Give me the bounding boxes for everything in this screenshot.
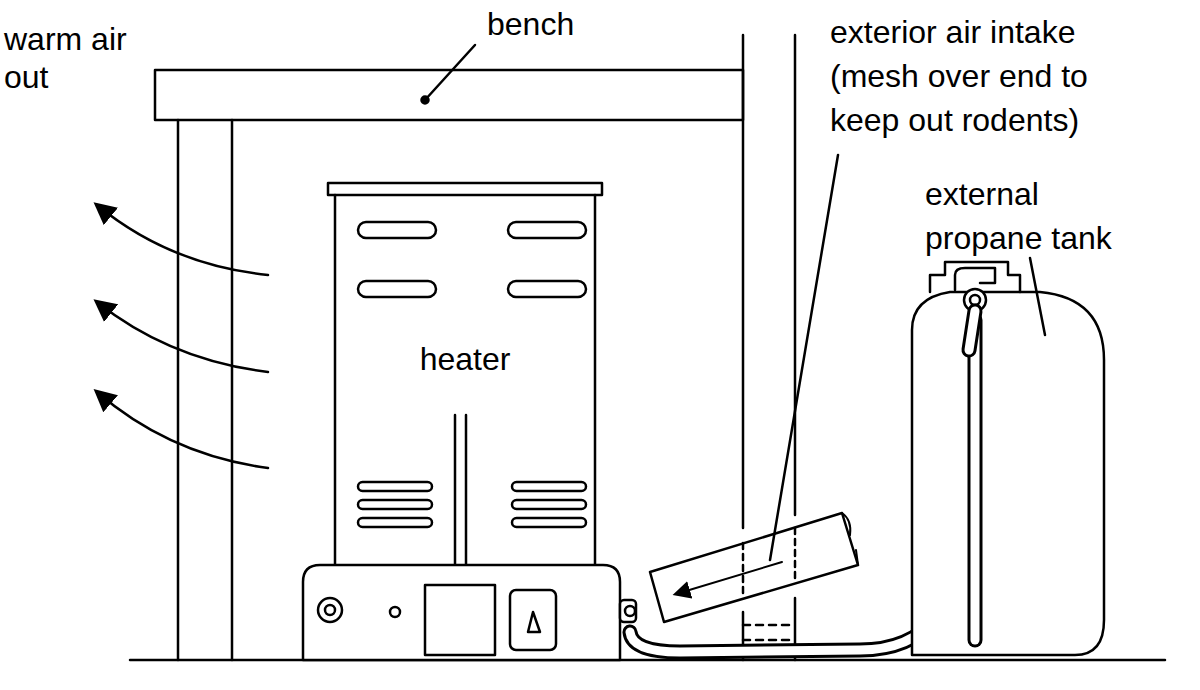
part-label: bench bbox=[487, 4, 627, 44]
floor-line bbox=[130, 659, 1165, 662]
warm-air-arrows bbox=[97, 205, 268, 468]
node-label: heater bbox=[337, 340, 593, 378]
heater-box: heater bbox=[337, 195, 593, 565]
part-label: external propane tank bbox=[925, 172, 1165, 260]
heater-body bbox=[303, 183, 620, 660]
air-intake-pipe bbox=[650, 155, 858, 622]
leader-line bbox=[422, 45, 476, 104]
propane-tank bbox=[912, 258, 1104, 655]
part-label: exterior air intake (mesh over end to ke… bbox=[830, 10, 1140, 142]
part-label: warm air out bbox=[4, 20, 154, 96]
